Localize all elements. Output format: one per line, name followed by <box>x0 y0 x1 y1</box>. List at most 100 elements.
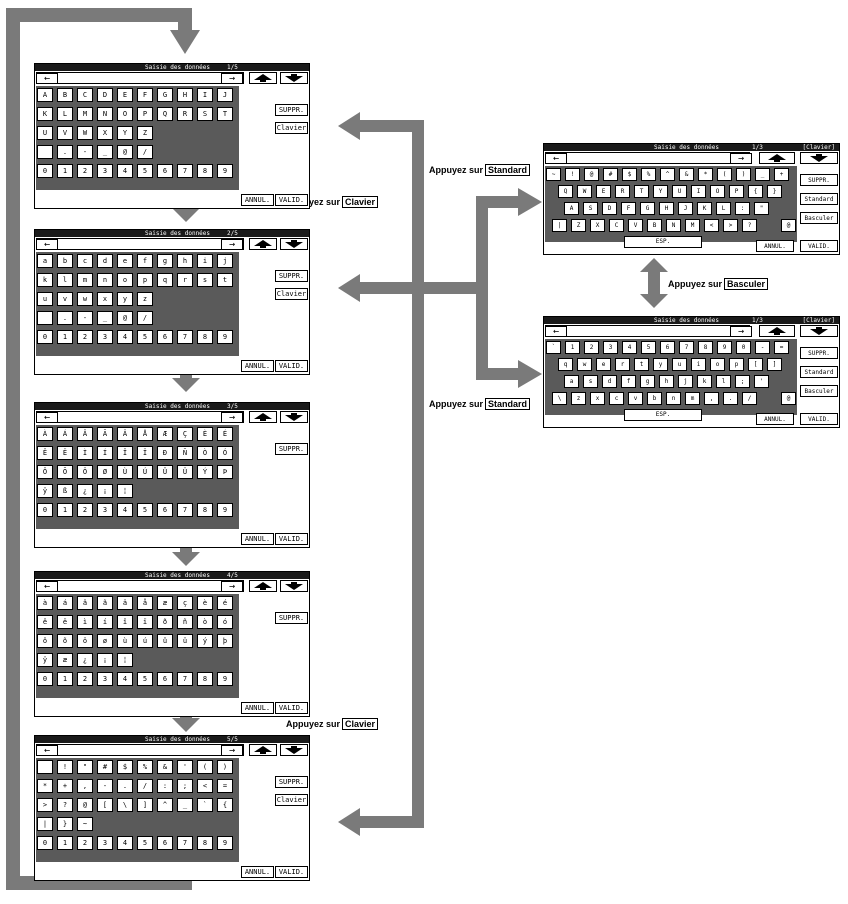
key[interactable]: Y <box>653 185 668 198</box>
key[interactable]: ì <box>77 615 93 629</box>
key[interactable]: ü <box>177 634 193 648</box>
annul-button[interactable]: ANNUL. <box>756 240 794 252</box>
key[interactable]: 1 <box>57 672 73 686</box>
left-arrow-button[interactable]: ← <box>36 745 58 756</box>
key[interactable]: w <box>77 292 93 306</box>
key[interactable]: 3 <box>97 836 113 850</box>
key[interactable]: M <box>77 107 93 121</box>
key[interactable]: Î <box>117 446 133 460</box>
key[interactable]: @ <box>584 168 599 181</box>
annul-button[interactable]: ANNUL. <box>241 360 274 372</box>
key[interactable]: r <box>177 273 193 287</box>
key[interactable]: u <box>37 292 53 306</box>
key[interactable]: H <box>177 88 193 102</box>
key[interactable]: P <box>729 185 744 198</box>
key[interactable]: Q <box>157 107 173 121</box>
key[interactable]: & <box>679 168 694 181</box>
key[interactable]: B <box>647 219 662 232</box>
key[interactable]: _ <box>97 311 113 325</box>
key[interactable]: m <box>685 392 700 405</box>
key[interactable]: _ <box>97 145 113 159</box>
valid-button[interactable]: VALID. <box>800 240 838 252</box>
key[interactable] <box>37 145 53 159</box>
key[interactable]: Z <box>571 219 586 232</box>
key[interactable]: G <box>157 88 173 102</box>
key[interactable]: æ <box>57 653 73 667</box>
text-input-field[interactable] <box>545 152 750 164</box>
key[interactable]: ¦ <box>117 653 133 667</box>
key[interactable]: d <box>97 254 113 268</box>
key[interactable]: 9 <box>217 164 233 178</box>
key[interactable]: L <box>57 107 73 121</box>
annul-button[interactable]: ANNUL. <box>241 194 274 206</box>
key[interactable]: X <box>97 126 113 140</box>
key[interactable]: U <box>37 126 53 140</box>
standard-button[interactable]: Standard <box>800 193 838 205</box>
text-input-field[interactable] <box>545 325 750 337</box>
suppr-button[interactable]: SUPPR. <box>275 104 308 116</box>
key[interactable]: 8 <box>197 503 213 517</box>
key[interactable]: 1 <box>565 341 580 354</box>
key[interactable]: E <box>596 185 611 198</box>
valid-button[interactable]: VALID. <box>275 866 308 878</box>
key[interactable]: 6 <box>660 341 675 354</box>
key[interactable]: ù <box>117 634 133 648</box>
key[interactable]: " <box>754 202 769 215</box>
key[interactable]: I <box>197 88 213 102</box>
key[interactable]: ä <box>117 596 133 610</box>
key[interactable]: ß <box>57 484 73 498</box>
clavier-button[interactable]: Clavier <box>275 122 308 134</box>
key[interactable]: Õ <box>57 465 73 479</box>
key[interactable]: s <box>197 273 213 287</box>
key[interactable]: ? <box>57 798 73 812</box>
key[interactable]: O <box>710 185 725 198</box>
key[interactable]: á <box>57 596 73 610</box>
key[interactable]: / <box>137 311 153 325</box>
key[interactable]: - <box>97 779 113 793</box>
key[interactable]: N <box>666 219 681 232</box>
left-arrow-button[interactable]: ← <box>36 239 58 250</box>
key[interactable]: } <box>57 817 73 831</box>
key[interactable]: j <box>217 254 233 268</box>
key[interactable]: 8 <box>197 836 213 850</box>
key[interactable]: 6 <box>157 672 173 686</box>
key[interactable]: - <box>77 311 93 325</box>
key[interactable]: ø <box>97 634 113 648</box>
key[interactable]: ó <box>217 615 233 629</box>
key[interactable]: ~ <box>546 168 561 181</box>
key[interactable]: N <box>97 107 113 121</box>
page-down-button[interactable] <box>280 744 308 756</box>
key[interactable]: ; <box>735 375 750 388</box>
key[interactable]: þ <box>217 634 233 648</box>
key[interactable]: w <box>577 358 592 371</box>
key[interactable]: Ê <box>37 446 53 460</box>
key[interactable]: 4 <box>117 330 133 344</box>
key[interactable]: z <box>571 392 586 405</box>
key[interactable]: e <box>596 358 611 371</box>
key[interactable]: } <box>767 185 782 198</box>
key[interactable]: J <box>217 88 233 102</box>
key[interactable]: Ý <box>197 465 213 479</box>
key[interactable]: ã <box>97 596 113 610</box>
key[interactable]: y <box>117 292 133 306</box>
key[interactable]: Ô <box>37 465 53 479</box>
key[interactable]: n <box>97 273 113 287</box>
key[interactable]: 9 <box>217 503 233 517</box>
key[interactable]: 3 <box>97 503 113 517</box>
key[interactable]: 0 <box>37 503 53 517</box>
key[interactable]: ô <box>37 634 53 648</box>
key[interactable]: ] <box>137 798 153 812</box>
key[interactable]: @ <box>117 311 133 325</box>
valid-button[interactable]: VALID. <box>275 533 308 545</box>
key[interactable]: 2 <box>77 330 93 344</box>
key[interactable]: l <box>57 273 73 287</box>
page-up-button[interactable] <box>249 411 277 423</box>
key[interactable]: o <box>710 358 725 371</box>
key[interactable]: c <box>609 392 624 405</box>
at-key[interactable]: @ <box>781 219 796 232</box>
key[interactable]: M <box>685 219 700 232</box>
annul-button[interactable]: ANNUL. <box>241 533 274 545</box>
key[interactable]: V <box>628 219 643 232</box>
key[interactable]: c <box>77 254 93 268</box>
key[interactable]: Þ <box>217 465 233 479</box>
